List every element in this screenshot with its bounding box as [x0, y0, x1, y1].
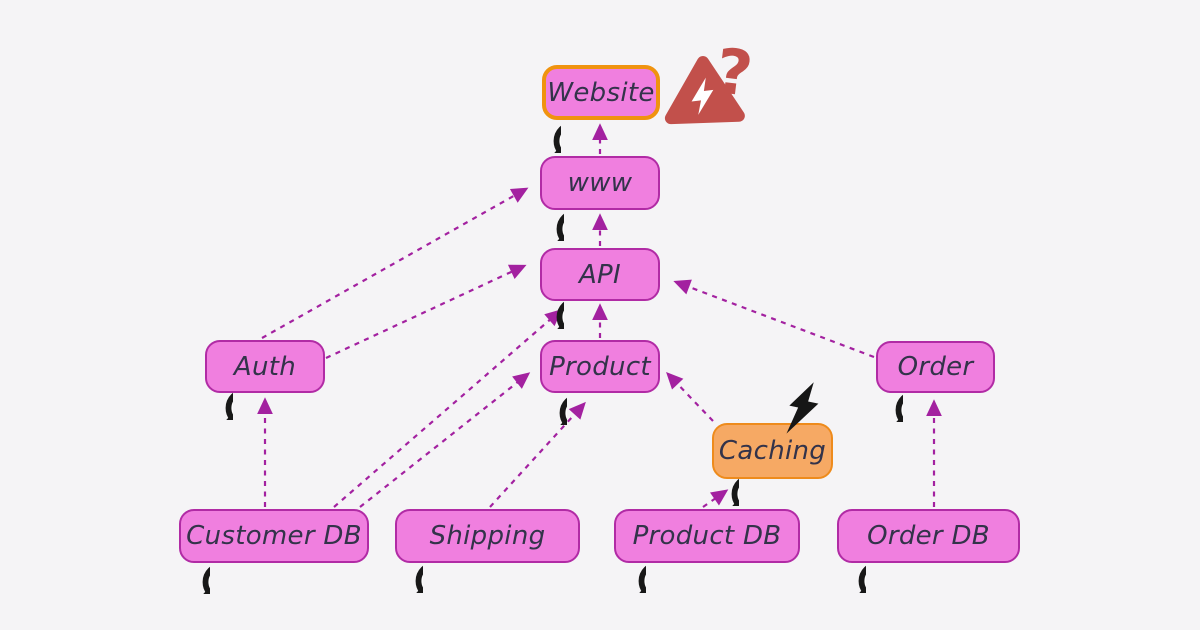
node-order: Order	[876, 341, 995, 393]
node-label-api: API	[578, 259, 622, 290]
edge-caching-to-product	[666, 371, 714, 422]
lightning-bolt-icon	[786, 382, 819, 434]
edge-auth-to-www	[261, 187, 529, 339]
node-api: API	[540, 248, 660, 301]
edge-customer-db-to-product	[359, 372, 531, 508]
node-label-order: Order	[897, 352, 974, 382]
node-product-db: Product DB	[614, 509, 800, 563]
node-www: www	[540, 156, 660, 210]
node-label-website: Website	[547, 77, 655, 108]
node-shipping: Shipping	[395, 509, 580, 563]
node-label-product-db: Product DB	[632, 521, 782, 551]
node-label-shipping: Shipping	[429, 521, 546, 551]
question-mark: ?	[711, 34, 757, 111]
node-label-www: www	[567, 168, 633, 198]
node-auth: Auth	[205, 340, 325, 393]
edge-product-db-to-caching	[702, 489, 729, 508]
node-product: Product	[540, 340, 660, 393]
warning-triangle-icon	[664, 56, 745, 125]
node-order-db: Order DB	[837, 509, 1020, 563]
node-label-auth: Auth	[233, 351, 297, 382]
node-caching: Caching	[712, 423, 833, 479]
node-website: Website	[542, 65, 660, 120]
edge-shipping-to-product	[489, 401, 586, 508]
node-label-order-db: Order DB	[867, 521, 990, 551]
node-label-product: Product	[549, 351, 651, 382]
node-customer-db: Customer DB	[179, 509, 369, 563]
node-label-caching: Caching	[718, 436, 827, 466]
edge-auth-to-api	[325, 264, 527, 359]
edge-order-to-api	[673, 279, 875, 359]
edge-customer-db-to-api	[333, 309, 563, 508]
node-label-customer-db: Customer DB	[186, 521, 362, 551]
